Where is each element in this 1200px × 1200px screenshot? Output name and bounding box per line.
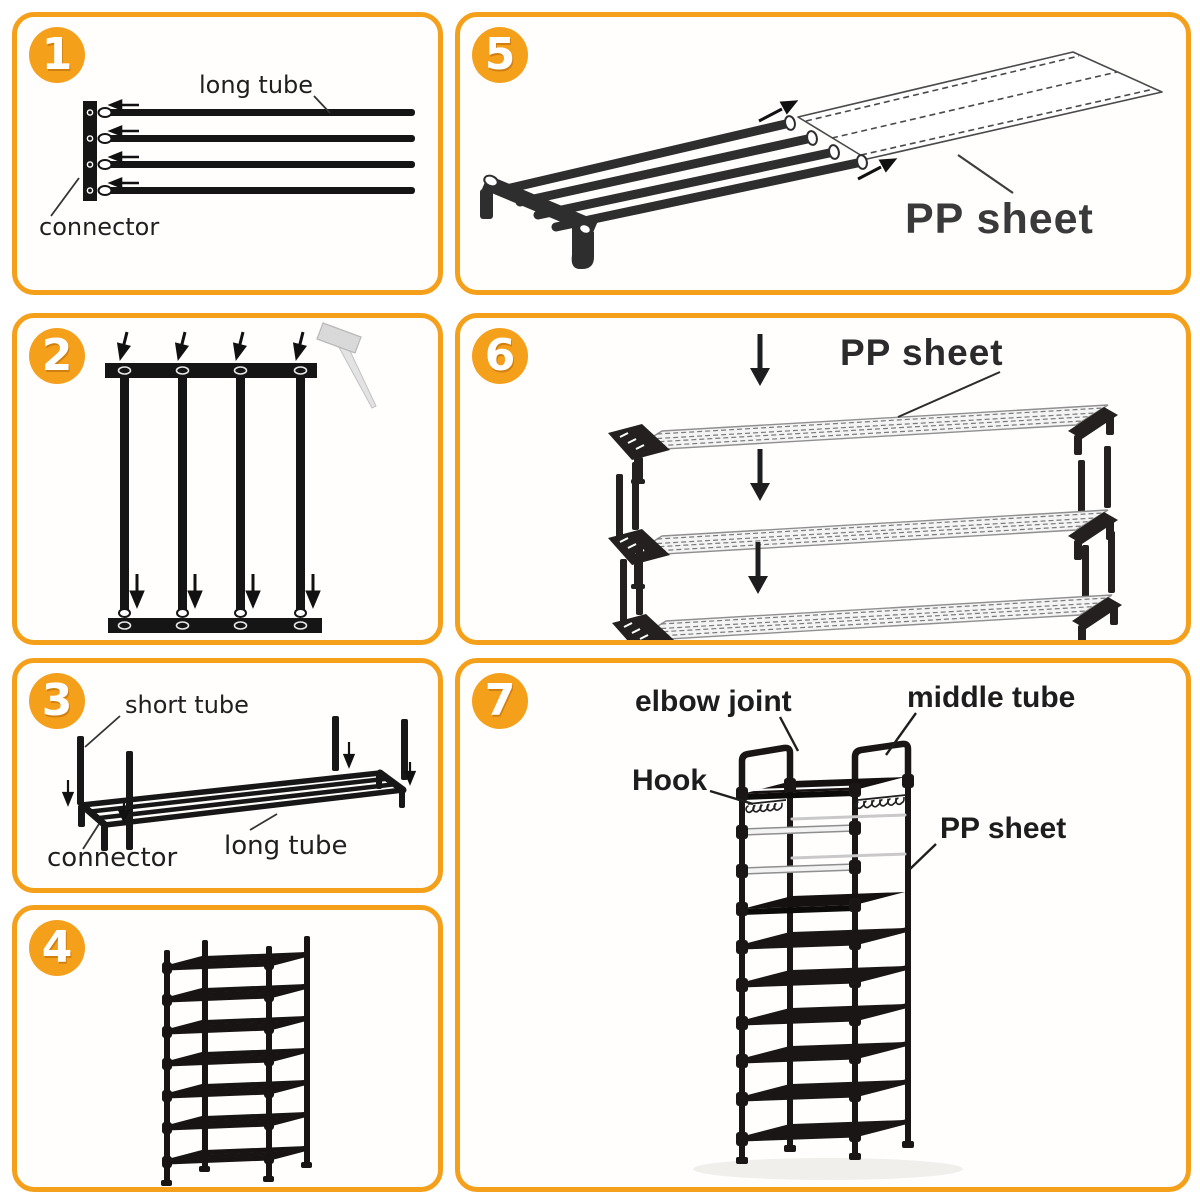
stack-down-arrow-icon (750, 334, 770, 386)
pp-sheet-label: PP sheet (905, 195, 1094, 243)
short-tube-post (77, 736, 84, 805)
slide-direction-arrow-icons (758, 100, 898, 181)
insert-left-arrow-icons (107, 99, 139, 189)
connector-bar (83, 101, 97, 201)
step7-finished-rack-diagram (693, 712, 963, 1180)
step4-assembled-frame-rack-diagram (161, 936, 312, 1186)
step-panel-5: 5 (455, 12, 1191, 295)
hook-rows (745, 794, 907, 814)
short-tube-leader-line (84, 715, 121, 748)
short-tube-post (401, 719, 408, 780)
connector-label: connector (39, 213, 160, 241)
end-connector-with-legs (480, 174, 598, 269)
elbow-joint-label: elbow joint (635, 685, 792, 718)
short-tube-label: short tube (125, 691, 249, 719)
step1-long-tubes-into-connector-diagram (50, 95, 415, 217)
step-panel-4: 4 (12, 905, 443, 1192)
press-down-arrow-icons (116, 331, 321, 609)
long-tube-label: long tube (224, 831, 348, 861)
short-tube-post (126, 751, 133, 850)
connector-leader-line (82, 823, 100, 850)
step-panel-2: 2 (12, 313, 443, 645)
step6-stack-tiers-diagram (607, 334, 1123, 640)
stack-down-arrow-icon (750, 449, 770, 501)
pp-sheet-outline (797, 51, 1163, 160)
middle-tube-label: middle tube (907, 681, 1076, 714)
step-5-number-badge: 5 (472, 27, 528, 83)
middle-tube-leader-line (885, 712, 917, 756)
step-6-number-badge: 6 (472, 328, 528, 384)
connector-leader-line (50, 177, 80, 217)
long-tube-label: long tube (199, 71, 314, 99)
insert-down-arrow-icons (61, 742, 417, 824)
pp-sheet-leader-line (957, 154, 1014, 194)
hook-leader-line (709, 789, 754, 806)
pp-sheet-label: PP sheet (940, 812, 1067, 845)
step-panel-6: 6 (455, 313, 1191, 645)
step-panel-3: 3 (12, 658, 443, 893)
step2-hammer-tubes-diagram (105, 322, 377, 633)
step-panel-1: 1 (12, 12, 443, 295)
middle-tube-u-frames (738, 740, 912, 795)
stack-down-arrow-icon (748, 542, 768, 594)
step-1-number-badge: 1 (29, 27, 85, 83)
rubber-mallet-icon (316, 322, 377, 409)
step-3-number-badge: 3 (29, 673, 85, 729)
long-tube-leader-line (249, 813, 278, 831)
long-tube-leader-line (313, 95, 331, 114)
step-7-number-badge: 7 (472, 673, 528, 729)
connector-label: connector (47, 843, 178, 873)
hook-label: Hook (632, 764, 707, 797)
step5-slide-pp-sheet-diagram (480, 51, 1163, 269)
step-2-number-badge: 2 (29, 328, 85, 384)
step-4-number-badge: 4 (29, 920, 85, 976)
pp-sheet-leader-line (897, 371, 1001, 418)
step-panel-7: 7 (455, 658, 1191, 1192)
pp-sheet-label: PP sheet (840, 332, 1004, 373)
short-tube-post (332, 716, 339, 771)
pp-sheet-leader-line (909, 843, 937, 870)
step3-short-tubes-into-shelf-diagram (61, 715, 417, 851)
elbow-joint-leader-line (778, 716, 800, 752)
